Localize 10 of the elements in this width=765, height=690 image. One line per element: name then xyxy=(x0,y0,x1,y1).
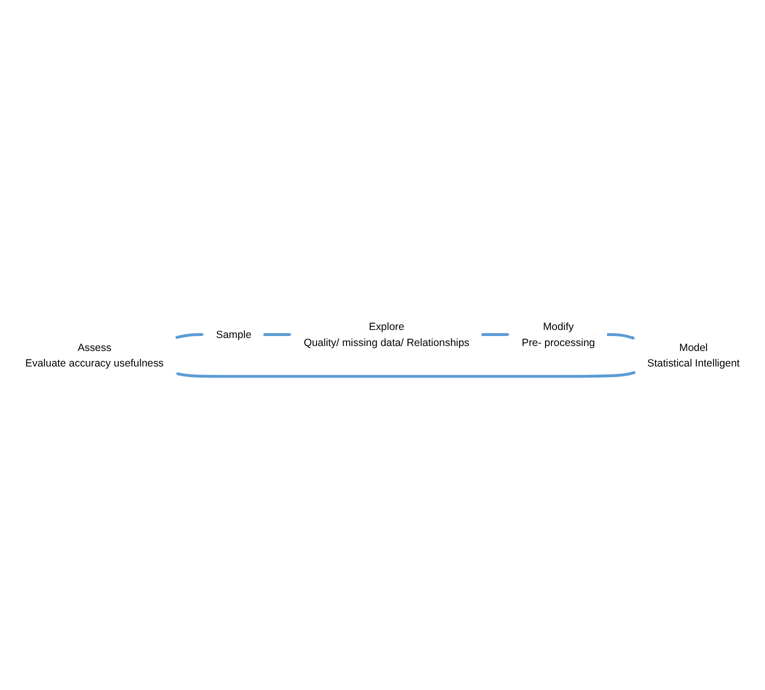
node-text: Assess Evaluate accuracy usefulness xyxy=(25,341,164,370)
arrow xyxy=(176,370,636,378)
node-text: Sample xyxy=(216,328,252,340)
node-text: Model Statistical Intelligent xyxy=(647,341,740,370)
arrow xyxy=(607,333,636,340)
arrow xyxy=(175,332,204,339)
arrow xyxy=(264,332,292,336)
arrow xyxy=(482,332,510,336)
node-text: Modify Pre- processing xyxy=(522,320,595,348)
node-text: Explore Quality/ missing data/ Relationships xyxy=(304,320,470,348)
